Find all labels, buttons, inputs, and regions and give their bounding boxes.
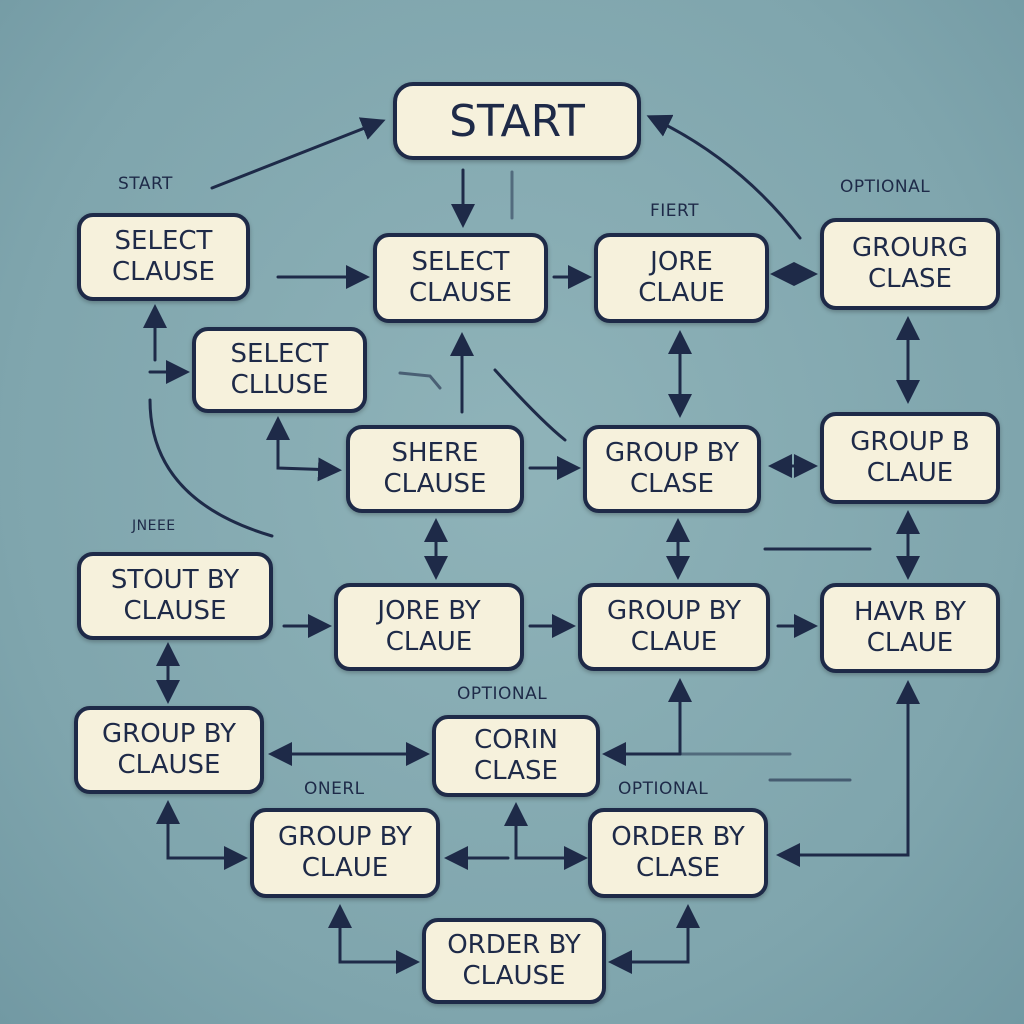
node-text: CLAUE — [630, 627, 718, 657]
annotation-label: ONERL — [304, 779, 365, 799]
node-text: CLAUE — [301, 853, 389, 883]
node-text: CLAUE — [866, 458, 954, 488]
node-text: GROUP B — [850, 427, 970, 457]
node-text: CLASE — [868, 264, 952, 294]
node-text: CLAUSE — [409, 278, 512, 308]
node-text: HAVR BY — [853, 597, 967, 627]
node-text: CLAUE — [866, 628, 954, 658]
node-text: ORDER BY — [611, 822, 745, 852]
node-text: ORDER BY — [447, 930, 581, 960]
node-text: CLAUSE — [123, 596, 227, 626]
node-text: CLASE — [636, 853, 720, 883]
node-text: CORIN — [474, 725, 558, 755]
node-text: CLLUSE — [230, 370, 329, 400]
node-text: STOUT BY — [110, 565, 240, 595]
node-text: SELECT — [114, 226, 213, 256]
node-text: GROURG — [852, 233, 968, 263]
node-text: CLASE — [630, 469, 714, 499]
annotation-label: JNEEE — [132, 518, 176, 534]
node-text: CLAUSE — [383, 469, 487, 499]
annotation-label: OPTIONAL — [457, 684, 548, 704]
node-text: CLASE — [474, 756, 558, 786]
node-text: GROUP BY — [102, 719, 236, 749]
node-text: GROUP BY — [605, 438, 739, 468]
node-text: START — [449, 95, 585, 147]
node-text: CLAUSE — [117, 750, 221, 780]
node-text: SELECT — [230, 339, 329, 369]
annotation-label: FIERT — [650, 201, 699, 221]
node-text: SELECT — [411, 247, 510, 277]
node-text: JORE BY — [377, 596, 481, 626]
node-text: JORE — [650, 247, 713, 277]
node-text: CLAUSE — [112, 257, 215, 287]
node-text: SHERE — [391, 438, 479, 468]
node-text: GROUP BY — [278, 822, 412, 852]
annotation-label: START — [118, 174, 173, 194]
annotation-label: OPTIONAL — [840, 177, 931, 197]
node-text: CLAUE — [638, 278, 725, 308]
node-text: CLAUE — [385, 627, 473, 657]
node-start: START — [393, 82, 641, 160]
annotation-label: OPTIONAL — [618, 779, 709, 799]
node-text: GROUP BY — [607, 596, 741, 626]
node-text: CLAUSE — [462, 961, 566, 991]
